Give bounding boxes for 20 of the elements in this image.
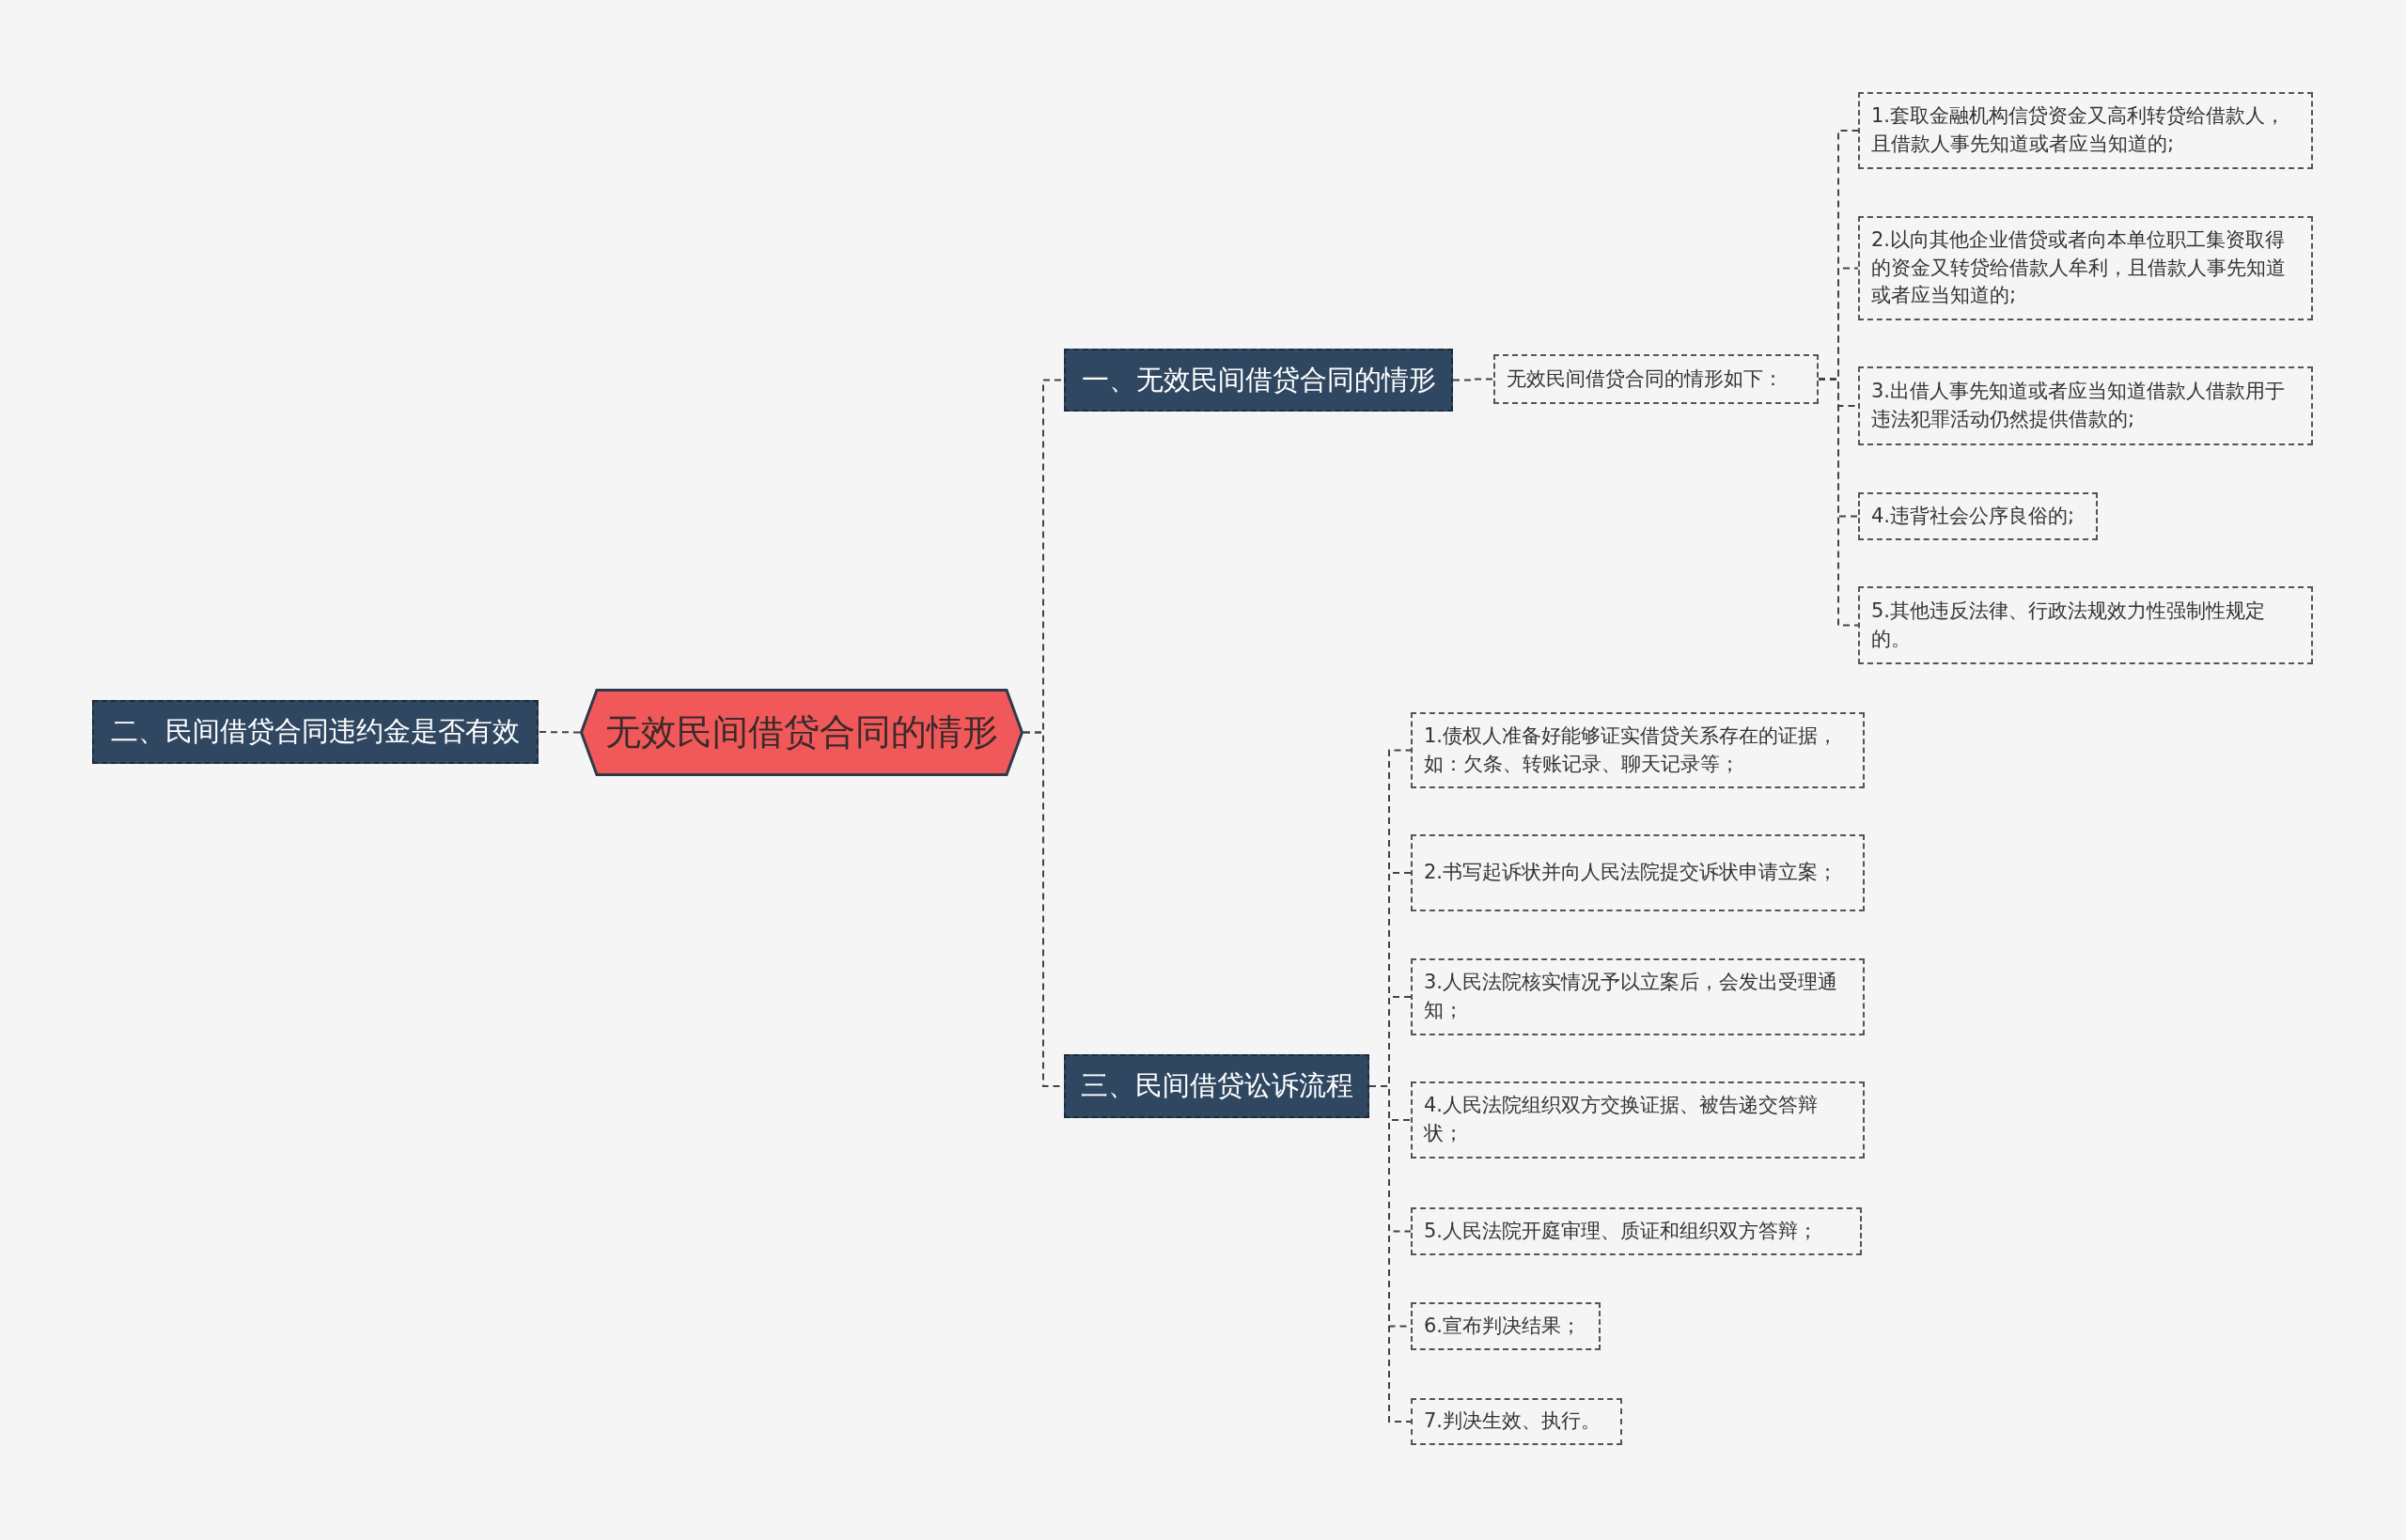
branch-topic: 二、民间借贷合同违约金是否有效 [92, 700, 539, 764]
subtopic-note: 5.人民法院开庭审理、质证和组织双方答辩； [1411, 1207, 1862, 1255]
connector-line [1452, 378, 1494, 381]
subtopic-note: 1.债权人准备好能够证实借贷关系存在的证据，如：欠条、转账记录、聊天记录等； [1411, 712, 1865, 788]
subtopic-note: 2.书写起诉状并向人民法院提交诉状申请立案； [1411, 834, 1865, 911]
subtopic-note: 无效民间借贷合同的情形如下： [1493, 354, 1819, 404]
subtopic-note: 7.判决生效、执行。 [1411, 1398, 1622, 1445]
connector-line [1818, 378, 1859, 627]
branch-topic: 三、民间借贷讼诉流程 [1064, 1054, 1369, 1118]
subtopic-note: 4.人民法院组织双方交换证据、被告递交答辩状； [1411, 1081, 1865, 1159]
central-topic-text: 无效民间借贷合同的情形 [605, 710, 998, 754]
subtopic-note: 3.出借人事先知道或者应当知道借款人借款用于违法犯罪活动仍然提供借款的; [1858, 366, 2313, 445]
branch-topic: 一、无效民间借贷合同的情形 [1064, 349, 1453, 412]
subtopic-note: 5.其他违反法律、行政法规效力性强制性规定的。 [1858, 586, 2313, 664]
connector-line [538, 731, 581, 734]
subtopic-note: 3.人民法院核实情况予以立案后，会发出受理通知； [1411, 958, 1865, 1035]
subtopic-note: 2.以向其他企业借贷或者向本单位职工集资取得的资金又转贷给借款人牟利，且借款人事先知道或者应当知道的; [1858, 216, 2313, 320]
subtopic-note: 4.违背社会公序良俗的; [1858, 492, 2098, 540]
subtopic-note: 6.宣布判决结果； [1411, 1302, 1601, 1350]
subtopic-note: 1.套取金融机构信贷资金又高利转贷给借款人，且借款人事先知道或者应当知道的; [1858, 92, 2313, 169]
